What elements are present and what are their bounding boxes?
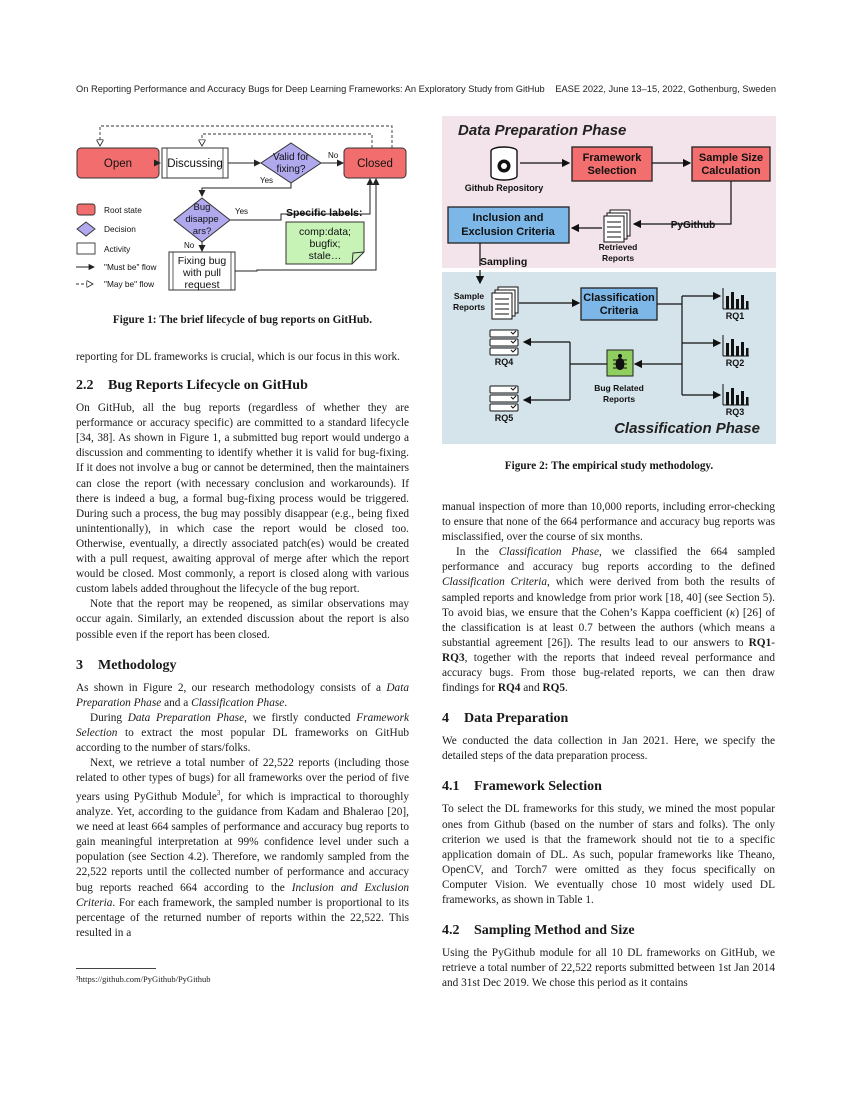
framework-selection-box [571, 146, 653, 182]
sample-reports-line-1: Sample [454, 291, 485, 301]
paragraph-method-overview: As shown in Figure 2, our research metho… [76, 681, 409, 709]
paragraph-retrieval: Next, we retrieve a total number of 22,5… [76, 757, 409, 939]
sample-reports-icon [491, 286, 519, 320]
legend-activity: Activity [104, 244, 131, 254]
rq1-label: RQ1 [726, 311, 745, 321]
edge-yes-mid: Yes [260, 176, 273, 185]
rq4-label: RQ4 [495, 357, 514, 367]
fix-flow-to-closed [235, 178, 380, 272]
edge-no-bottom: No [184, 241, 195, 250]
classification-line-2: Criteria [600, 305, 639, 317]
legend-activity-swatch [76, 242, 96, 255]
sample-size-calculation-box [691, 146, 771, 182]
open-label: Open [104, 158, 132, 170]
rq3-bar-icon [722, 384, 749, 406]
fix-label-1: Fixing bug [178, 255, 227, 267]
bug-icon [613, 354, 627, 370]
paragraph-manual-inspection: manual inspection of more than 10,000 re… [442, 501, 775, 544]
inclusion-exclusion-box [447, 206, 570, 244]
paragraph-sampling-method: Using the PyGithub module for all 10 DL … [442, 947, 775, 990]
github-repository-icon [490, 146, 518, 181]
classification-line-1: Classification [583, 292, 655, 304]
specific-labels-note [285, 221, 365, 265]
framework-line-1: Framework [583, 152, 643, 164]
paragraph-intro-tail: reporting for DL frameworks is crucial, … [76, 351, 400, 363]
labels-line-3: stale… [309, 250, 342, 262]
paragraph-data-prep: During Data Preparation Phase, we firstl… [76, 711, 409, 754]
bug-related-line-1: Bug Related [594, 383, 644, 393]
paragraph-reopen: Note that the report may be reopened, as… [76, 598, 409, 641]
edge-no-top: No [328, 151, 339, 160]
bug-label-2: disappe [185, 214, 218, 225]
legend-decision: Decision [104, 224, 136, 234]
footnote-pygithub-url: ³https://github.com/PyGithub/PyGithub [76, 974, 211, 984]
rq5-label: RQ5 [495, 413, 514, 423]
paragraph-classification: In the Classification Phase, we classifi… [442, 546, 775, 695]
legend-root-state-swatch [76, 203, 96, 216]
inclusion-line-2: Exclusion Criteria [461, 226, 555, 238]
reopen-dashed-flow [100, 125, 393, 148]
paragraph-framework-selection: To select the DL frameworks for this stu… [442, 803, 775, 906]
right-column: manual inspection of more than 10,000 re… [442, 500, 775, 991]
figure-2-caption: Figure 2: The empirical study methodolog… [504, 460, 714, 472]
valid-label-2: fixing? [277, 164, 306, 175]
sample-reports-line-2: Reports [453, 302, 485, 312]
rq5-reports-icon [489, 385, 519, 412]
paragraph-lifecycle: On GitHub, all the bug reports (regardle… [76, 402, 409, 596]
labels-line-2: bugfix; [310, 238, 341, 250]
classification-criteria-box [580, 287, 658, 321]
rq4-reports-icon [489, 329, 519, 356]
retrieved-line-2: Reports [602, 253, 634, 263]
phase-1-title: Data Preparation Phase [458, 122, 626, 139]
sampling-label: Sampling [480, 256, 527, 268]
yes-flow-to-bug [198, 183, 292, 197]
discussion-dashed-flow [202, 133, 373, 148]
fix-label-3: request [184, 279, 219, 291]
figure-1-caption: Figure 1: The brief lifecycle of bug rep… [112, 314, 373, 326]
samplesize-line-1: Sample Size [699, 152, 763, 164]
footnote-rule [76, 968, 156, 969]
figure-2-methodology-diagram: Data Preparation Phase Classification Ph… [442, 116, 776, 444]
rq1-bar-icon [722, 288, 749, 310]
github-repo-label: Github Repository [465, 183, 544, 193]
discussing-label: Discussing [167, 158, 223, 170]
running-header-title: On Reporting Performance and Accuracy Bu… [76, 84, 545, 94]
discussing-activity-node [161, 147, 229, 179]
left-column: reporting for DL frameworks is crucial, … [76, 350, 409, 941]
rq3-label: RQ3 [726, 407, 745, 417]
samplesize-line-2: Calculation [701, 165, 761, 177]
pygithub-label: PyGithub [671, 220, 715, 231]
figure-1-lifecycle-diagram: Open Discussing Valid for fixing? Closed… [76, 125, 407, 291]
bug-related-line-2: Reports [603, 394, 635, 404]
rq2-label: RQ2 [726, 358, 745, 368]
inclusion-line-1: Inclusion and [473, 212, 544, 224]
phase-2-title: Classification Phase [614, 420, 760, 437]
legend-root-state: Root state [104, 205, 142, 215]
bug-label-1: Bug [194, 202, 211, 213]
closed-label: Closed [357, 158, 393, 170]
running-header-venue: EASE 2022, June 13–15, 2022, Gothenburg,… [555, 84, 776, 94]
retrieved-reports-icon [603, 209, 631, 243]
retrieved-line-1: Retrieved [599, 242, 638, 252]
fix-label-2: with pull [182, 267, 221, 279]
legend-may-be: "May be" flow [104, 279, 155, 289]
fixing-bug-activity-node [168, 251, 236, 291]
edge-yes-right: Yes [235, 207, 248, 216]
rq2-bar-icon [722, 335, 749, 357]
framework-line-2: Selection [588, 165, 637, 177]
legend-decision-swatch [76, 221, 96, 237]
bug-label-3: ars? [193, 226, 211, 237]
paragraph-data-collection: We conducted the data collection in Jan … [442, 735, 775, 763]
valid-label-1: Valid for [273, 152, 310, 163]
labels-title: Specific labels: [286, 207, 362, 219]
yes-flow-to-closed [230, 178, 374, 221]
labels-line-1: comp:data; [299, 226, 351, 238]
legend-must-be: "Must be" flow [104, 262, 157, 272]
